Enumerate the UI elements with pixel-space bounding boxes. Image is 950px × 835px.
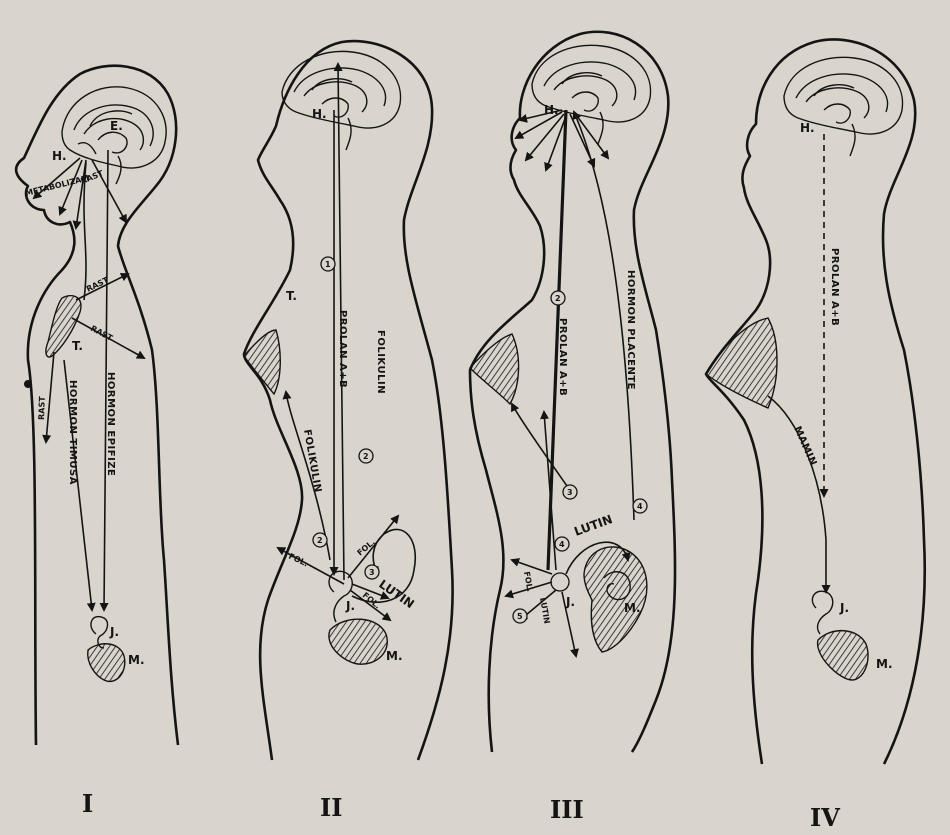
figure-2-label-j: J. [345, 599, 355, 613]
figure-2-label-t: T. [286, 289, 297, 303]
figure-3-brain [532, 45, 651, 144]
figure-4-label-j: J. [839, 601, 849, 615]
figure-3-label-m: M. [624, 601, 641, 615]
figure-4-brain [784, 57, 903, 156]
svg-text:4: 4 [637, 502, 643, 511]
figure-4-prolan: PROLAN A+B [829, 248, 840, 326]
figure-1-rast-down: RAST [37, 396, 47, 420]
figure-1: H. E. T. J. M. RAST METABOLIZAM RAST RAS… [16, 66, 178, 818]
figure-2-fol-a: FOL. [287, 552, 309, 569]
figure-2-ovary [329, 571, 352, 622]
svg-text:2: 2 [317, 536, 323, 545]
figure-4-mamin: MAMIN [791, 425, 818, 468]
figure-1-label-e: E. [110, 119, 123, 133]
svg-text:4: 4 [559, 540, 565, 549]
figure-3-fol: FOL. [522, 571, 534, 593]
figure-4-label-m: M. [876, 657, 893, 671]
figure-4-label-h: H. [800, 121, 815, 135]
svg-text:3: 3 [369, 568, 375, 577]
figure-1-hormon-epifize: HORMON EPIFIZE [105, 372, 116, 476]
svg-text:5: 5 [517, 612, 523, 621]
figure-3-label-j: J. [565, 595, 575, 609]
figure-2-prolan: PROLAN A+B [337, 310, 348, 388]
figure-3-numeral: III [550, 795, 584, 824]
svg-text:3: 3 [567, 488, 573, 497]
figure-3-prolan: PROLAN A+B [557, 318, 568, 396]
figure-1-label-j: J. [109, 625, 119, 639]
figure-1-label-t: T. [72, 339, 83, 353]
figure-2-steps: 1 2 2 3 [313, 257, 379, 579]
figure-4-body-outline [706, 39, 925, 764]
figure-2-label-m: M. [386, 649, 403, 663]
figure-2-brain [282, 51, 401, 150]
figure-4-breast [706, 318, 777, 408]
svg-text:2: 2 [555, 294, 561, 303]
figure-1-label-h: H. [52, 149, 67, 163]
figure-3: 2 3 4 4 5 H. J. M. PROLAN A+B HORMON PLA… [470, 32, 675, 824]
figure-4-uterus [818, 631, 868, 680]
figure-1-marker-dot [24, 380, 32, 388]
figure-4-ovary [812, 591, 832, 634]
figure-1-uterus [88, 644, 125, 682]
figure-3-label-h: H. [544, 103, 559, 117]
svg-text:1: 1 [325, 260, 331, 269]
figure-1-rast-mid: RAST [89, 324, 115, 343]
figure-1-label-m: M. [128, 653, 145, 667]
figure-2: 1 2 2 3 H. T. J. M. PROLAN A+B FOLIKULIN… [244, 41, 453, 822]
figure-1-hormon-timusa: HORMON TIMUSA [67, 380, 78, 485]
figure-3-lutin-a: LUTIN [572, 512, 614, 539]
figure-4: H. J. M. PROLAN A+B MAMIN IV [706, 39, 925, 831]
svg-text:2: 2 [363, 452, 369, 461]
figure-2-numeral: II [320, 793, 342, 822]
figure-3-ovary [551, 573, 569, 591]
figure-2-folikulin-up: FOLIKULIN [375, 330, 386, 394]
figure-3-hormon-placente: HORMON PLACENTE [625, 270, 636, 390]
figure-3-lutin-b: LUTIN [538, 597, 551, 625]
figure-1-numeral: I [82, 789, 93, 818]
figure-2-label-h: H. [312, 107, 327, 121]
figure-2-folikulin-down: FOLIKULIN [301, 429, 323, 494]
figure-4-numeral: IV [810, 803, 840, 831]
figure-2-uterus [329, 619, 387, 664]
figure-3-breast [470, 334, 519, 404]
